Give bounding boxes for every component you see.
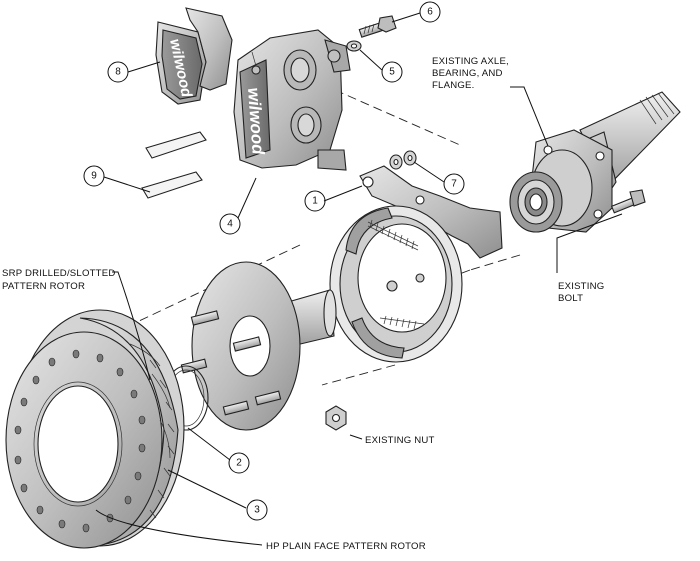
svg-text:EXISTING: EXISTING — [558, 281, 604, 292]
svg-text:EXISTING NUT: EXISTING NUT — [365, 435, 435, 446]
brake-rotor — [5, 309, 185, 549]
svg-text:7: 7 — [451, 179, 457, 190]
svg-text:PATTERN ROTOR: PATTERN ROTOR — [2, 281, 85, 292]
leader-lines — [95, 12, 623, 546]
callout-5: 5 — [381, 61, 403, 83]
callout-8: 8 — [107, 61, 129, 83]
svg-text:HP PLAIN FACE PATTERN ROTOR: HP PLAIN FACE PATTERN ROTOR — [266, 541, 426, 552]
callout-1: 1 — [304, 190, 326, 212]
label-existing-axle: EXISTING AXLE, BEARING, AND FLANGE. — [432, 56, 509, 91]
rotor-vent-slots — [149, 359, 175, 519]
washers-7 — [389, 150, 417, 170]
label-existing-nut: EXISTING NUT — [365, 435, 435, 446]
callout-9: 9 — [83, 165, 105, 187]
existing-nut — [325, 405, 347, 431]
label-srp-rotor: SRP DRILLED/SLOTTED PATTERN ROTOR — [2, 268, 115, 292]
svg-text:FLANGE.: FLANGE. — [432, 80, 474, 91]
callout-4: 4 — [219, 213, 241, 235]
rotor-holes — [14, 349, 146, 533]
callout-7: 7 — [443, 173, 465, 195]
svg-text:9: 9 — [91, 171, 97, 182]
svg-text:BEARING, AND: BEARING, AND — [432, 68, 503, 79]
svg-text:EXISTING AXLE,: EXISTING AXLE, — [432, 56, 509, 67]
axle-spacer-hub — [180, 261, 337, 431]
parking-brake-assembly — [329, 165, 503, 363]
svg-text:5: 5 — [389, 67, 395, 78]
axle-bearing — [509, 171, 563, 233]
svg-text:8: 8 — [115, 67, 121, 78]
label-existing-bolt: EXISTING BOLT — [558, 281, 604, 304]
brake-pads: wilwood — [155, 7, 233, 105]
existing-bolt — [610, 189, 646, 214]
svg-text:1: 1 — [312, 196, 318, 207]
washer-5 — [346, 40, 362, 52]
shims — [141, 131, 207, 199]
svg-text:6: 6 — [427, 7, 433, 18]
rotor-slots-srp — [129, 343, 171, 459]
svg-text:3: 3 — [254, 505, 260, 516]
label-hp-rotor: HP PLAIN FACE PATTERN ROTOR — [266, 541, 426, 552]
mounting-bolt — [358, 15, 397, 38]
wheel-studs — [180, 310, 282, 416]
svg-text:BOLT: BOLT — [558, 293, 583, 304]
caliper-logo: wilwood — [244, 87, 268, 156]
svg-text:4: 4 — [227, 219, 233, 230]
caliper: wilwood — [233, 29, 351, 171]
svg-text:2: 2 — [236, 458, 242, 469]
callout-2: 2 — [228, 452, 250, 474]
callout-3: 3 — [246, 499, 268, 521]
svg-text:SRP DRILLED/SLOTTED: SRP DRILLED/SLOTTED — [2, 268, 115, 279]
callout-6: 6 — [419, 1, 441, 23]
